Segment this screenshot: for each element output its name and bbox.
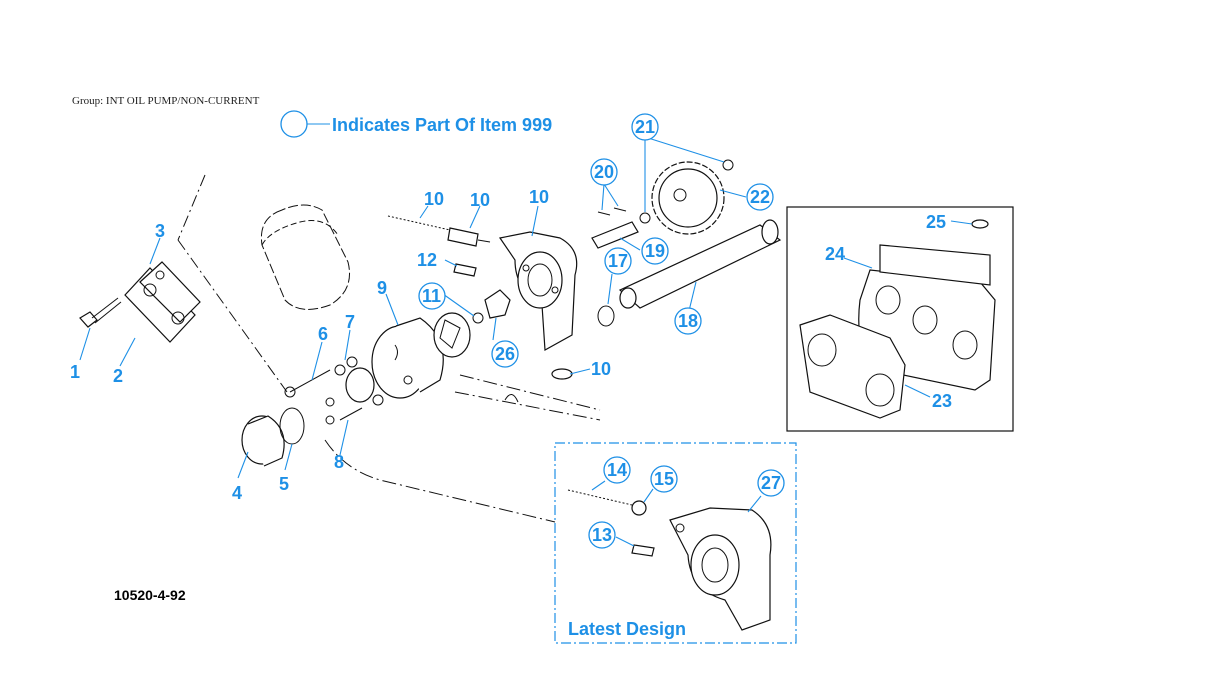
part-26-rotor <box>433 289 511 358</box>
callout-6: 6 <box>318 324 328 344</box>
part-4-cap <box>241 415 285 467</box>
callout-19: 19 <box>645 241 665 261</box>
part-21-washer-a <box>639 212 651 224</box>
callout-11: 11 <box>422 286 441 306</box>
leader-lines <box>79 136 973 547</box>
part-19-20-shaft <box>591 207 639 249</box>
callout-14: 14 <box>607 460 627 480</box>
callout-circles <box>418 113 785 549</box>
callout-25: 25 <box>926 212 946 232</box>
legend-circle <box>280 110 308 138</box>
callout-9: 9 <box>377 278 387 298</box>
callout-10a: 10 <box>424 189 444 209</box>
part-5-o-ring <box>279 407 305 445</box>
callout-12: 12 <box>417 250 437 270</box>
part-17-ring <box>597 305 615 327</box>
callout-numbers: 1 2 3 4 5 6 7 8 9 10 10 10 10 11 12 13 1… <box>70 117 952 545</box>
part-2-3-bracket <box>124 261 201 343</box>
callout-10b: 10 <box>470 190 490 210</box>
callout-4: 4 <box>232 483 242 503</box>
callout-27: 27 <box>761 473 781 493</box>
part-21-washer-b <box>722 159 734 171</box>
part-10-spring-pin <box>387 215 491 277</box>
legend: Indicates Part Of Item 999 <box>280 110 552 138</box>
callout-2: 2 <box>113 366 123 386</box>
callout-3: 3 <box>155 221 165 241</box>
callout-10d: 10 <box>591 359 611 379</box>
callout-8: 8 <box>334 452 344 472</box>
callout-15: 15 <box>654 469 674 489</box>
part-6-7-8-small-parts <box>284 356 384 425</box>
inset-box <box>786 206 1014 432</box>
cylinder-cap <box>260 204 350 310</box>
legend-text: Indicates Part Of Item 999 <box>332 115 552 135</box>
part-11-ring <box>472 312 484 324</box>
callout-18: 18 <box>678 311 698 331</box>
callout-22: 22 <box>750 187 770 207</box>
callout-1: 1 <box>70 362 80 382</box>
callout-17: 17 <box>608 251 628 271</box>
callout-5: 5 <box>279 474 289 494</box>
part-10-pump-housing <box>498 231 578 380</box>
latest-design-box: Latest Design <box>554 442 797 644</box>
callout-24: 24 <box>825 244 845 264</box>
callout-13: 13 <box>592 525 612 545</box>
callout-23: 23 <box>932 391 952 411</box>
callout-21: 21 <box>635 117 655 137</box>
part-1-bolt <box>79 297 122 328</box>
figure-code: 10520-4-92 <box>114 587 186 603</box>
part-22-gear <box>651 161 725 235</box>
group-label: Group: INT OIL PUMP/NON-CURRENT <box>72 95 260 107</box>
part-18-long-shaft <box>618 219 782 309</box>
callout-20: 20 <box>594 162 614 182</box>
engine-outline <box>177 174 601 523</box>
part-9-pump-body <box>371 317 444 399</box>
callout-26: 26 <box>495 344 515 364</box>
latest-design-label: Latest Design <box>568 619 686 639</box>
callout-10c: 10 <box>529 187 549 207</box>
callout-7: 7 <box>345 312 355 332</box>
